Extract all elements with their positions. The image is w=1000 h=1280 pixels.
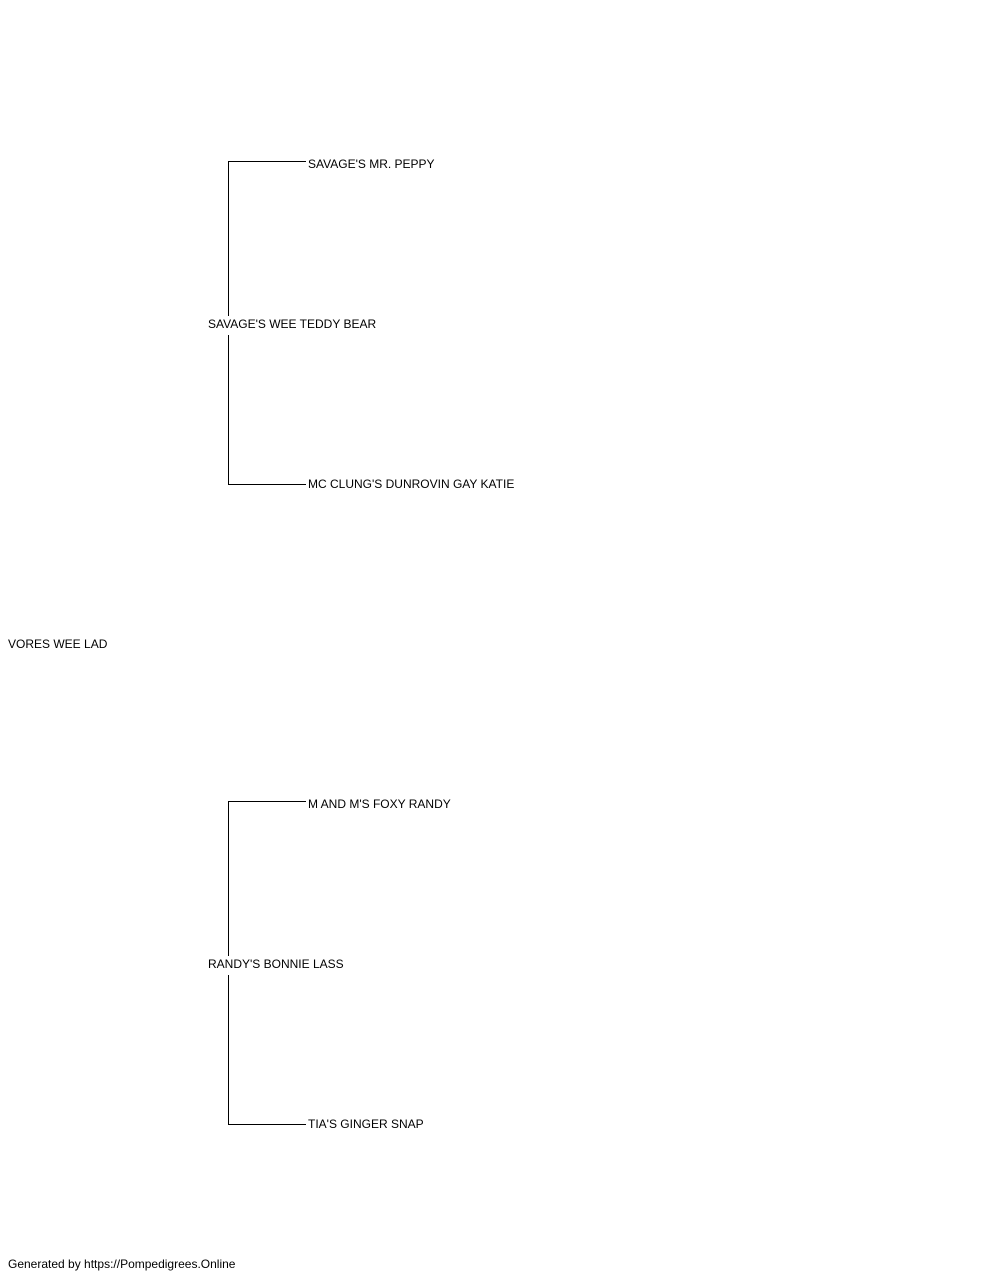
maternal-grandsire-name: M AND M'S FOXY RANDY xyxy=(308,797,451,811)
generated-by-footer: Generated by https://Pompedigrees.Online xyxy=(8,1257,236,1271)
sire-name: SAVAGE'S WEE TEDDY BEAR xyxy=(208,317,377,331)
sire-branch-line xyxy=(228,335,306,485)
sire-branch-line xyxy=(228,161,306,316)
maternal-granddam-name: TIA'S GINGER SNAP xyxy=(308,1117,424,1131)
subject-name: VORES WEE LAD xyxy=(8,637,108,651)
paternal-granddam-name: MC CLUNG'S DUNROVIN GAY KATIE xyxy=(308,477,515,491)
dam-branch-line xyxy=(228,801,306,956)
dam-branch-line xyxy=(228,975,306,1125)
dam-name: RANDY'S BONNIE LASS xyxy=(208,957,344,971)
paternal-grandsire-name: SAVAGE'S MR. PEPPY xyxy=(308,157,435,171)
